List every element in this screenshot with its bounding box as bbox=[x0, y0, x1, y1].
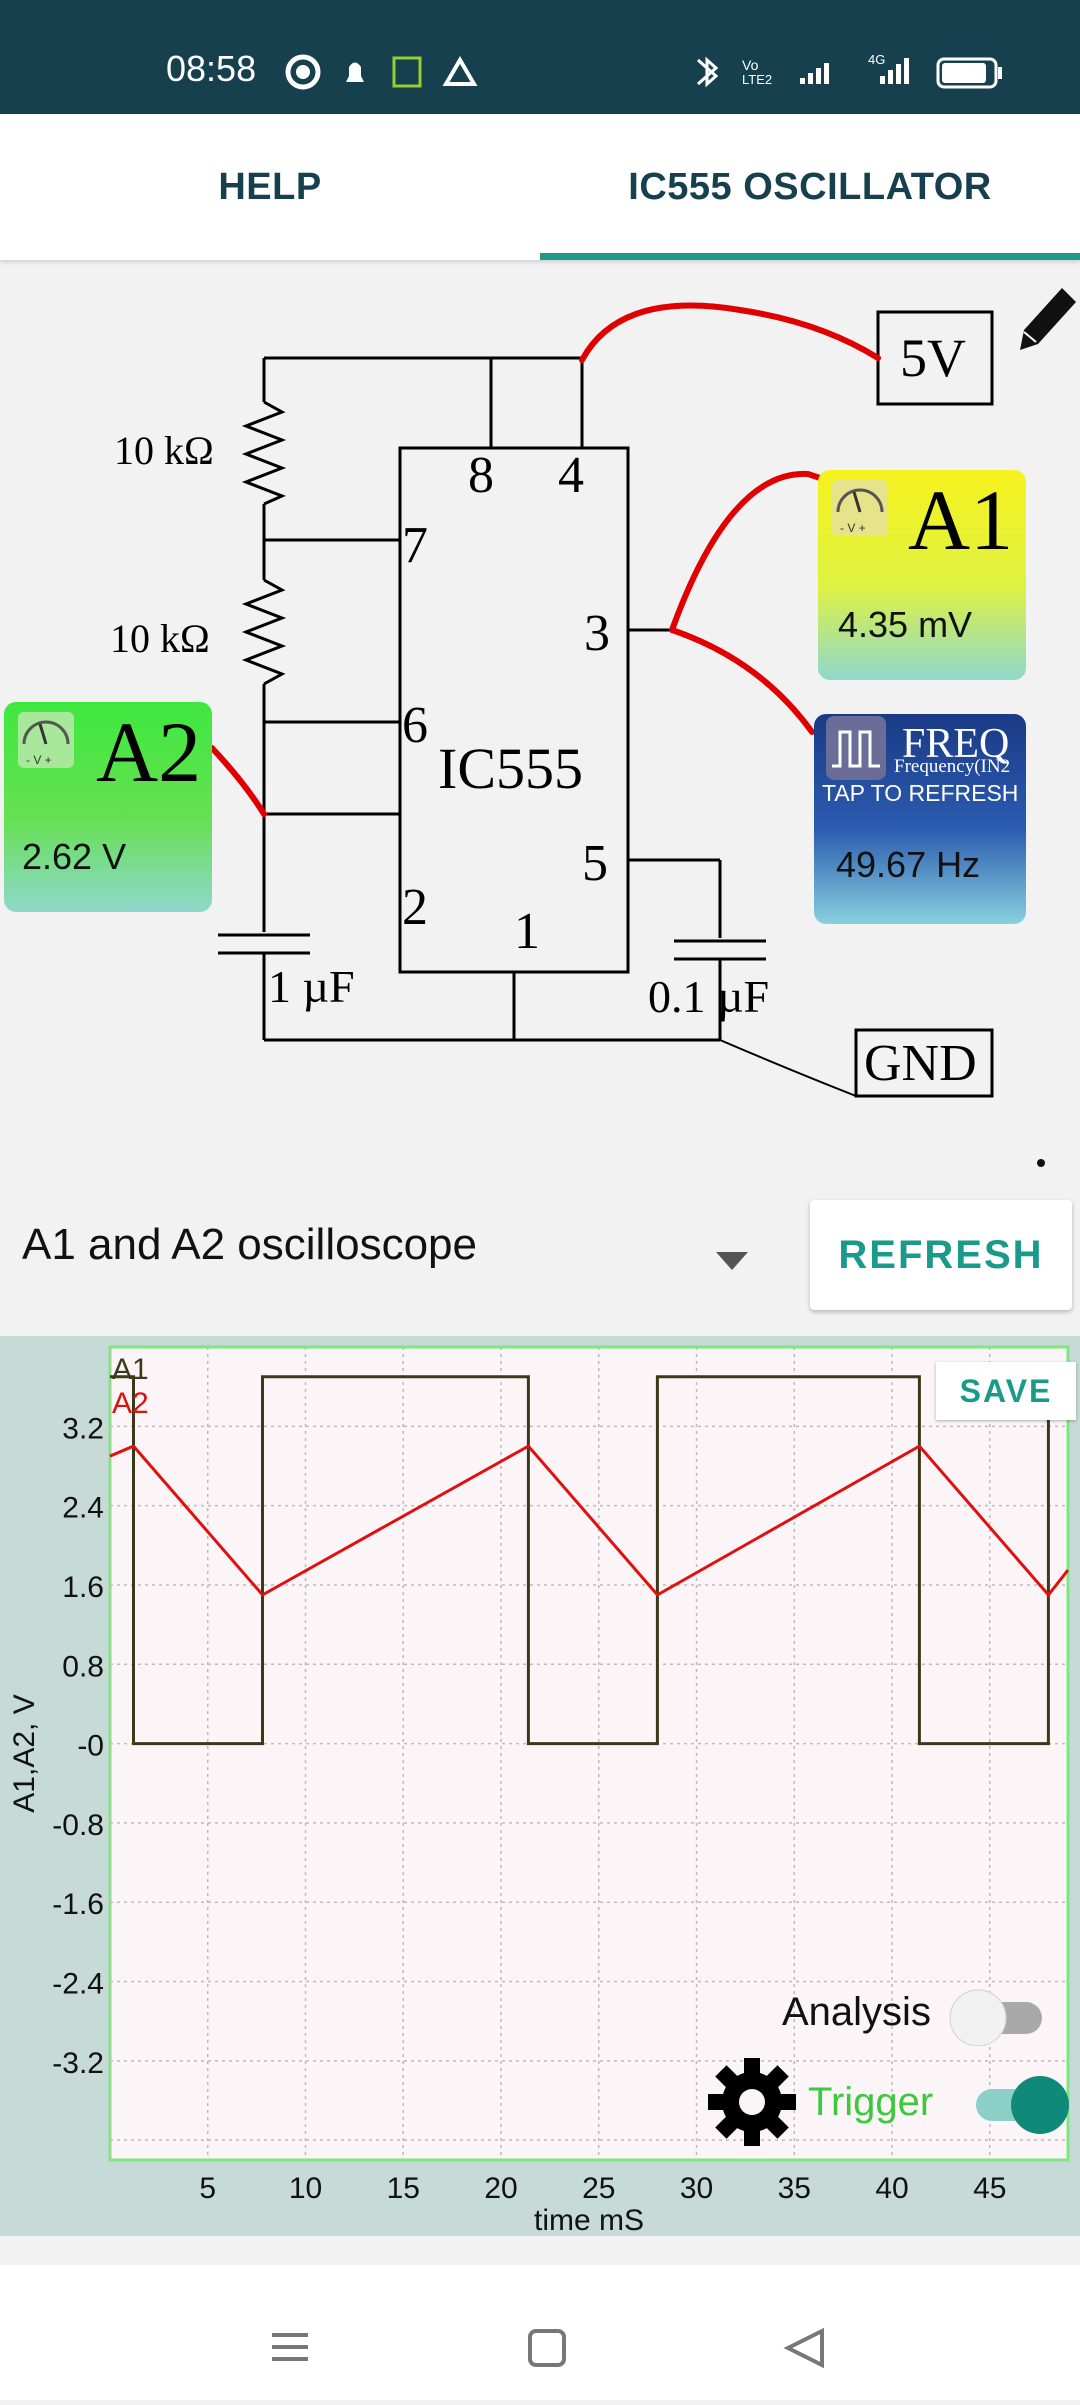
record-icon bbox=[285, 54, 321, 90]
edit-pencil-icon[interactable] bbox=[1020, 288, 1076, 350]
signal-icon-2 bbox=[880, 58, 909, 84]
tab-help[interactable]: HELP bbox=[218, 166, 322, 208]
freq-title: FREQ bbox=[902, 721, 1010, 767]
gear-icon[interactable] bbox=[706, 2056, 798, 2148]
volte-icon: Vo bbox=[742, 57, 759, 73]
status-time: 08:58 bbox=[166, 48, 257, 89]
ic-label: IC555 bbox=[438, 736, 583, 801]
square-wave-icon bbox=[826, 716, 886, 780]
x-tick-label: 20 bbox=[484, 2172, 517, 2205]
trigger-label: Trigger bbox=[808, 2080, 934, 2124]
x-tick-label: 25 bbox=[582, 2172, 615, 2205]
series-line-a1 bbox=[110, 1375, 1050, 1746]
y-tick-label: -1.6 bbox=[52, 1888, 104, 1921]
svg-text:4G: 4G bbox=[868, 52, 885, 67]
meter-a2-name: A2 bbox=[96, 704, 202, 800]
cap2-label: 0.1 µF bbox=[648, 971, 769, 1022]
menu-icon bbox=[272, 2333, 308, 2361]
cap1-label: 1 µF bbox=[268, 961, 355, 1012]
supply-label: 5V bbox=[900, 328, 966, 388]
legend-a2: A2 bbox=[112, 1387, 149, 1420]
x-tick-label: 5 bbox=[199, 2172, 216, 2205]
trigger-toggle[interactable] bbox=[968, 2074, 1074, 2136]
pin-5: 5 bbox=[582, 835, 608, 892]
home-icon bbox=[528, 2329, 566, 2367]
pin-3: 3 bbox=[584, 605, 610, 662]
gauge-icon: - V + bbox=[18, 712, 74, 768]
series-line-a2 bbox=[109, 1444, 1070, 1598]
frequency-card[interactable]: FREQ Frequency(IN2 TAP TO REFRESH 49.67 … bbox=[814, 714, 1026, 924]
y-tick-label: 0.8 bbox=[62, 1650, 104, 1683]
analysis-toggle[interactable] bbox=[948, 1986, 1048, 2046]
x-axis-label: time mS bbox=[534, 2204, 644, 2236]
resistor2-label: 10 kΩ bbox=[110, 616, 210, 661]
svg-text:- V +: - V + bbox=[26, 753, 52, 767]
y-tick-label: -2.4 bbox=[52, 1968, 104, 2001]
y-tick-label: 3.2 bbox=[62, 1412, 104, 1445]
x-tick-label: 10 bbox=[289, 2172, 322, 2205]
bell-icon bbox=[346, 62, 364, 82]
freq-value: 49.67 Hz bbox=[836, 844, 981, 885]
meter-a1-value: 4.35 mV bbox=[838, 604, 973, 645]
signal-icon-1 bbox=[800, 63, 829, 84]
y-tick-label: 1.6 bbox=[62, 1571, 104, 1604]
drive-icon bbox=[442, 56, 478, 86]
x-tick-label: 45 bbox=[973, 2172, 1006, 2205]
pin-1: 1 bbox=[514, 903, 540, 960]
y-tick-label: -0 bbox=[77, 1730, 104, 1763]
x-tick-label: 15 bbox=[387, 2172, 420, 2205]
gauge-icon: - V + bbox=[832, 480, 888, 536]
x-tick-label: 40 bbox=[875, 2172, 908, 2205]
battery-icon bbox=[936, 57, 998, 89]
oscilloscope-panel: 3.2 2.4 1.6 0.8 -0 -0.8 -1.6 -2.4 -3.2 5 10 15 20 25 3… bbox=[0, 1336, 1080, 2237]
refresh-button[interactable]: REFRESH bbox=[810, 1200, 1072, 1310]
ground-label: GND bbox=[864, 1035, 977, 1092]
legend-a1: A1 bbox=[112, 1353, 149, 1386]
x-tick-label: 35 bbox=[778, 2172, 811, 2205]
svg-text:LTE2: LTE2 bbox=[742, 72, 772, 87]
dropdown-value: A1 and A2 oscilloscope bbox=[22, 1220, 477, 1269]
meter-a1-name: A1 bbox=[908, 472, 1014, 568]
y-tick-label: -0.8 bbox=[52, 1809, 104, 1842]
y-tick-label: -3.2 bbox=[52, 2047, 104, 2080]
tab-bar: HELP IC555 OSCILLATOR bbox=[0, 114, 1080, 260]
resistor1-label: 10 kΩ bbox=[114, 428, 214, 473]
pin-2: 2 bbox=[402, 879, 428, 936]
svg-text:- V +: - V + bbox=[840, 521, 866, 535]
circuit-diagram: 10 kΩ 10 kΩ 1 µF 0.1 µF 5V GND IC555 8 4… bbox=[110, 288, 1076, 1167]
plot-area bbox=[108, 1345, 1070, 2162]
app-notify-icon bbox=[392, 56, 422, 88]
meter-a2-value: 2.62 V bbox=[22, 836, 127, 877]
status-bar: 08:58 Vo LTE2 4G bbox=[0, 0, 1080, 114]
freq-subtitle: Frequency(IN2 bbox=[894, 756, 1011, 777]
meter-a1[interactable]: - V + A1 4.35 mV bbox=[818, 470, 1026, 680]
bluetooth-icon bbox=[697, 56, 719, 88]
x-tick-label: 30 bbox=[680, 2172, 713, 2205]
pin-7: 7 bbox=[402, 517, 428, 574]
y-axis-label: A1,A2, V bbox=[8, 1694, 41, 1812]
analysis-label: Analysis bbox=[782, 1990, 931, 2034]
chevron-down-icon[interactable] bbox=[716, 1252, 748, 1270]
back-icon bbox=[783, 2327, 824, 2369]
freq-hint: TAP TO REFRESH bbox=[822, 780, 1019, 806]
meter-a2[interactable]: - V + A2 2.62 V bbox=[4, 702, 212, 912]
pin-6: 6 bbox=[402, 697, 428, 754]
pin-8: 8 bbox=[468, 447, 494, 504]
status-icons: Vo LTE2 4G bbox=[285, 52, 1002, 90]
scope-mode-dropdown[interactable]: A1 and A2 oscilloscope bbox=[22, 1220, 477, 1270]
pin-4: 4 bbox=[558, 447, 584, 504]
y-tick-label: 2.4 bbox=[62, 1492, 104, 1525]
navigation-bar bbox=[0, 2265, 1080, 2400]
tab-ic555-oscillator[interactable]: IC555 OSCILLATOR bbox=[540, 114, 1080, 260]
oscilloscope-chart: 3.2 2.4 1.6 0.8 -0 -0.8 -1.6 -2.4 -3.2 5 10 15 20 25 3… bbox=[8, 1345, 1070, 2237]
save-button[interactable]: SAVE bbox=[936, 1362, 1076, 1420]
